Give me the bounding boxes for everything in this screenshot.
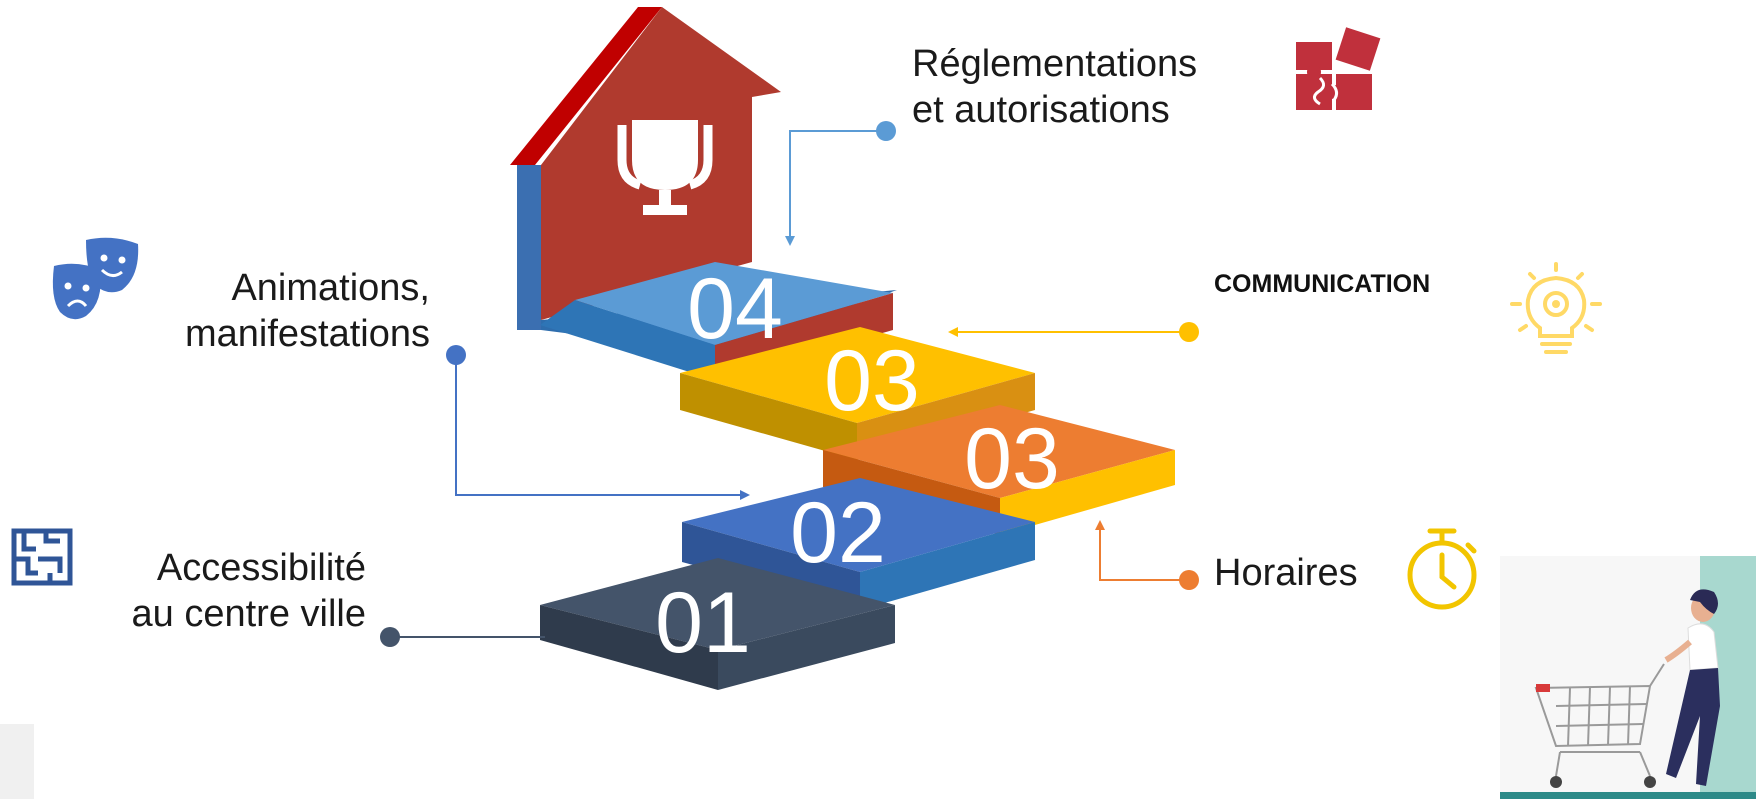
trophy-icon <box>617 120 713 215</box>
label-horaires: Horaires <box>1214 552 1358 594</box>
label-reglementations-line-1: Réglementations <box>912 43 1198 85</box>
label-animations-line-2: manifestations <box>184 313 430 355</box>
connector-reglementations <box>785 121 896 246</box>
lightbulb-gear-icon <box>1510 262 1602 354</box>
puzzle-icon <box>1296 27 1381 110</box>
label-reglementations: Réglementations et autorisations <box>912 41 1232 133</box>
connector-animations <box>446 345 750 500</box>
step-number-04: 04 <box>687 261 783 357</box>
label-animations: Animations, manifestations <box>120 265 430 357</box>
corner-panel <box>0 724 34 799</box>
label-reglementations-line-2: et autorisations <box>912 89 1170 131</box>
label-accessibilite-line-2: au centre ville <box>131 593 366 635</box>
step-number-03-orange: 03 <box>964 411 1060 507</box>
step-number-03-yellow: 03 <box>824 333 920 429</box>
step-01-block <box>540 558 895 690</box>
stopwatch-icon <box>1407 528 1477 610</box>
maze-icon <box>11 528 73 586</box>
step-number-01: 01 <box>655 575 751 671</box>
step-number-02: 02 <box>790 485 886 581</box>
theater-masks-icon <box>52 237 139 320</box>
connector-communication <box>948 322 1199 342</box>
shopping-cart-woman-illustration <box>1500 556 1756 799</box>
connector-horaires <box>1095 520 1199 590</box>
label-accessibilite: Accessibilité au centre ville <box>60 545 366 637</box>
label-animations-line-1: Animations, <box>231 267 430 309</box>
label-accessibilite-line-1: Accessibilité <box>156 547 366 589</box>
connector-accessibilite <box>380 627 545 647</box>
label-communication: COMMUNICATION <box>1214 270 1431 298</box>
